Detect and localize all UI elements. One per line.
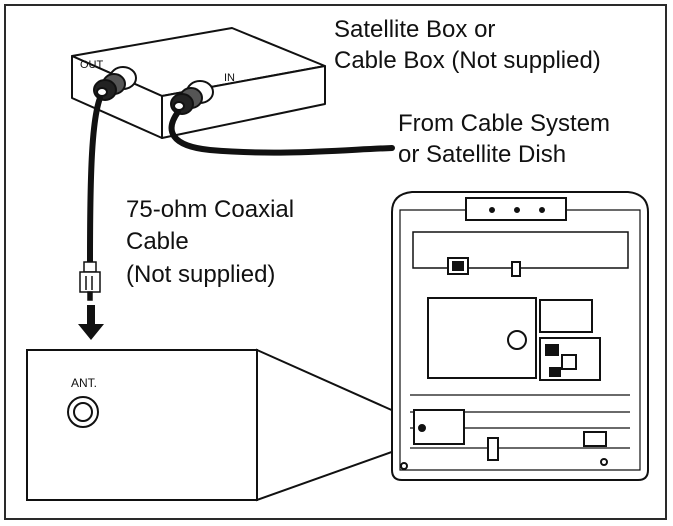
port-out-label: OUT xyxy=(80,59,104,71)
source-line1: From Cable System xyxy=(398,110,611,137)
tv-back-panel-closeup xyxy=(26,348,415,502)
out-connector-icon xyxy=(93,66,137,101)
cable-line3: (Not supplied) xyxy=(126,261,276,288)
box-side-face xyxy=(161,65,326,139)
incoming-cable xyxy=(168,109,395,156)
port-in-label: IN xyxy=(224,72,235,84)
port-ant-label: ANT. xyxy=(71,376,98,390)
in-connector-icon xyxy=(170,80,214,115)
coax-plug-icon xyxy=(79,261,101,301)
coaxial-cable xyxy=(87,95,103,265)
down-arrow-icon xyxy=(78,305,104,340)
box-name-line1: Satellite Box or xyxy=(334,16,496,43)
box-name-line2: Cable Box (Not supplied) xyxy=(334,47,601,74)
source-line2: or Satellite Dish xyxy=(398,141,567,168)
cable-line2: Cable xyxy=(126,228,189,255)
antenna-jack-icon xyxy=(67,396,99,428)
tv-rear-view xyxy=(391,191,649,481)
cable-line1: 75-ohm Coaxial xyxy=(126,196,295,223)
